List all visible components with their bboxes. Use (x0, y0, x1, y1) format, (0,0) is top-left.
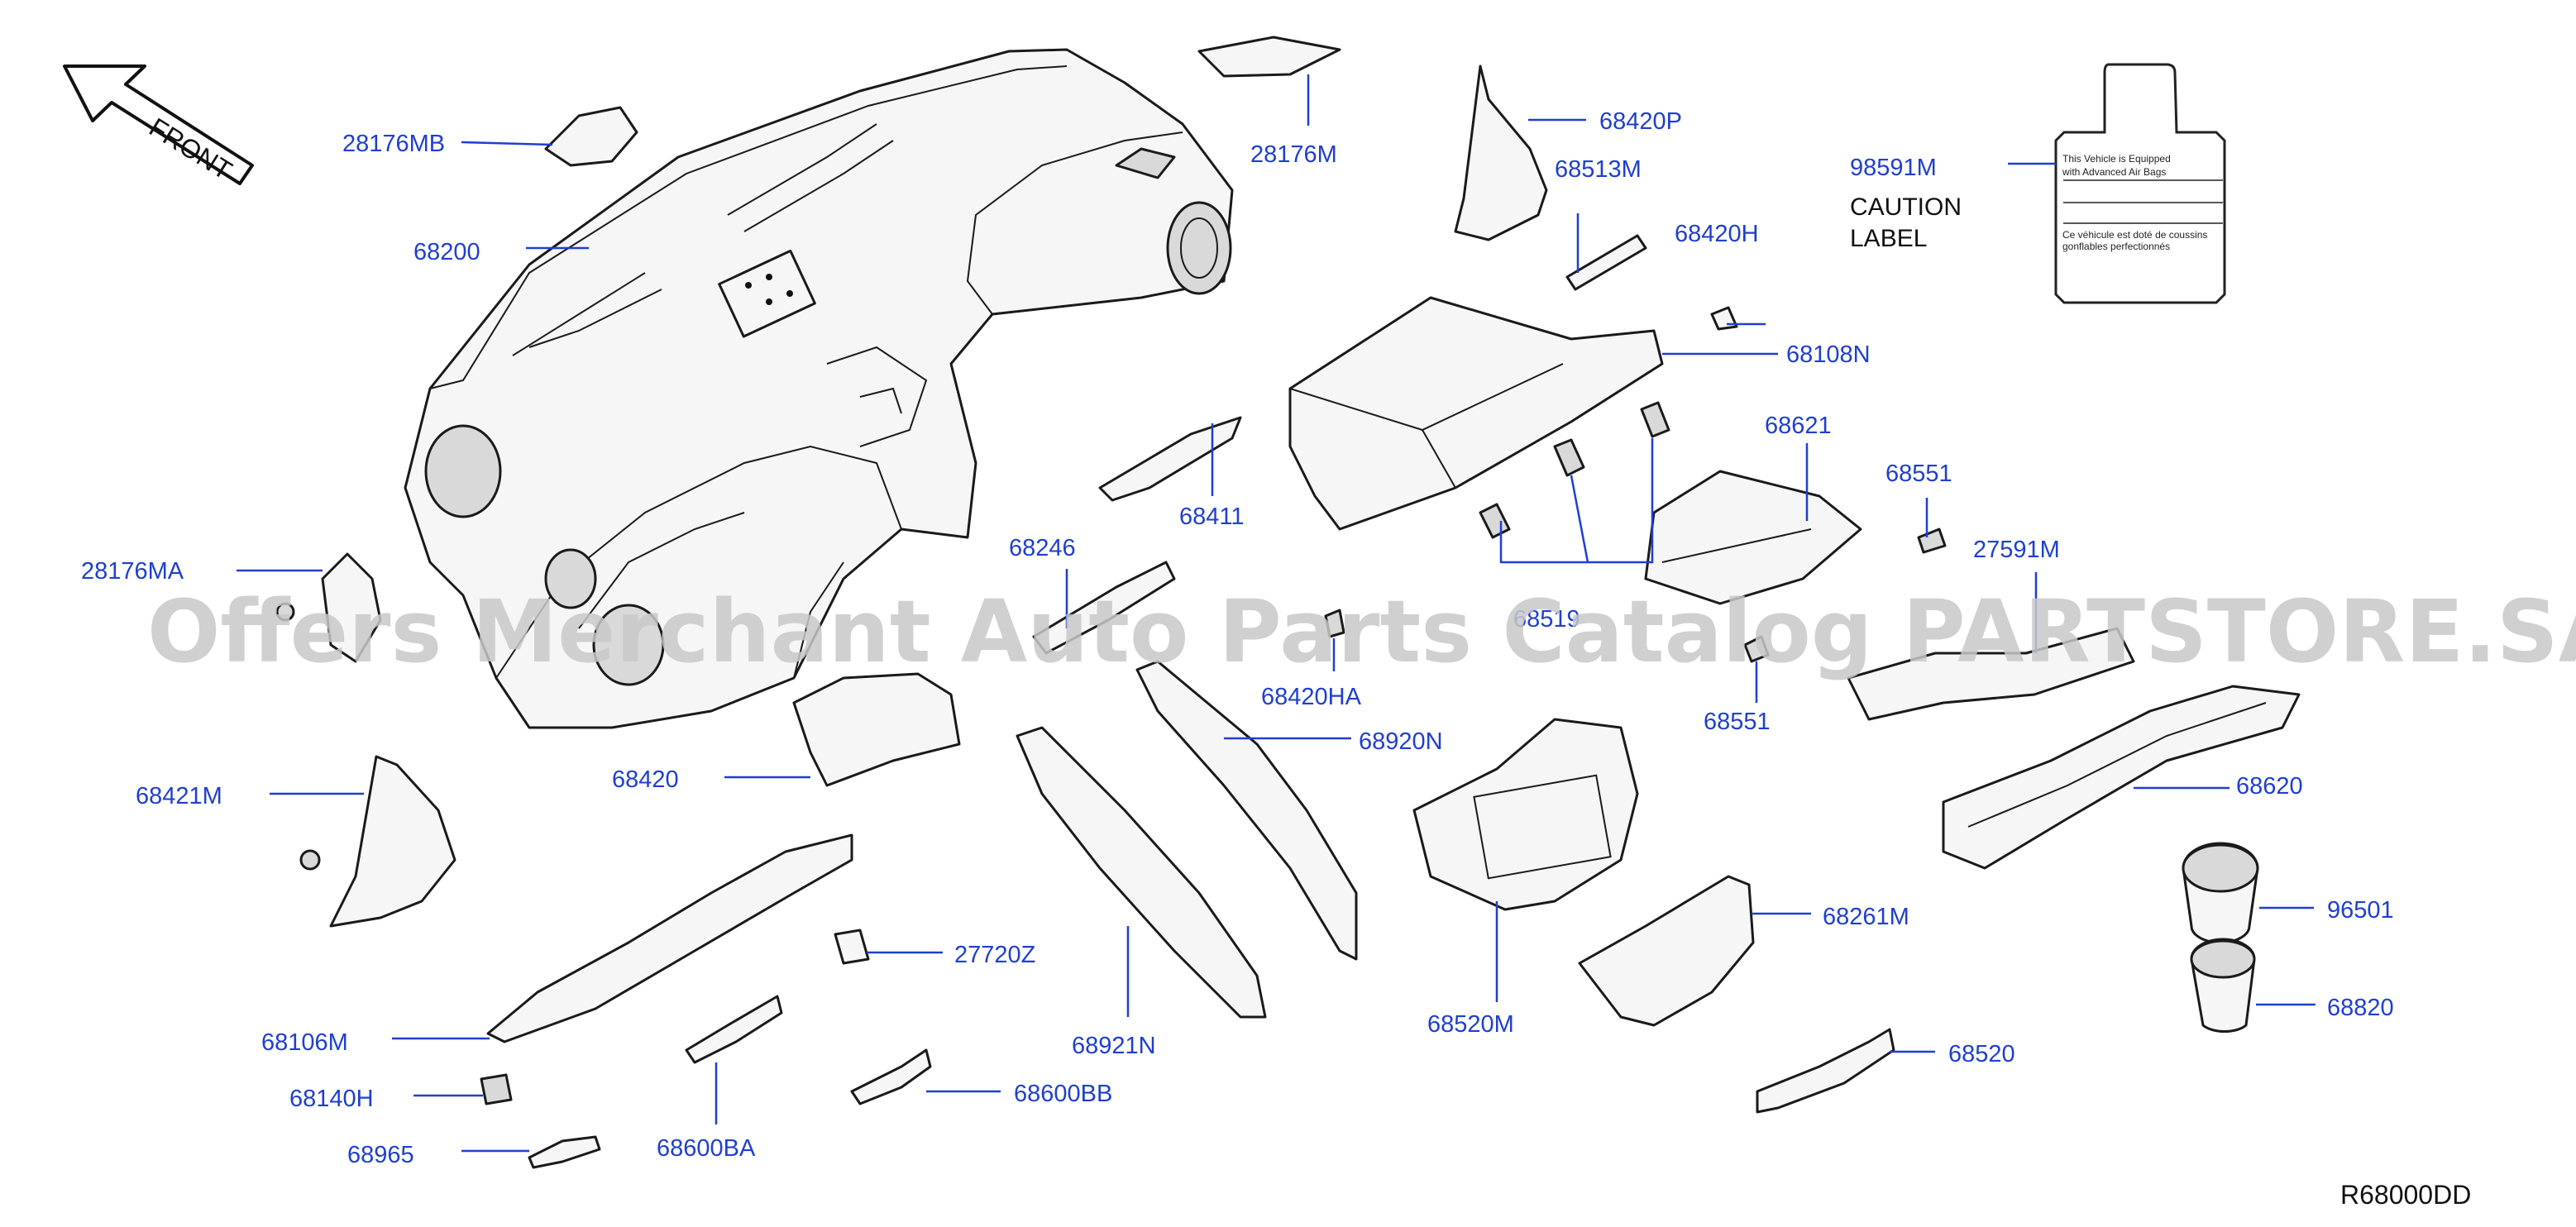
label-68520M[interactable]: 68520M (1427, 1011, 1514, 1038)
label-68520[interactable]: 68520 (1948, 1041, 2015, 1067)
cluster-hood-68420[interactable] (792, 672, 961, 787)
label-68519[interactable]: 68519 (1513, 606, 1580, 633)
panel-68921N[interactable] (1016, 726, 1267, 1019)
label-96501[interactable]: 96501 (2327, 897, 2394, 924)
caution-text-en-1: This Vehicle is Equipped (2062, 153, 2171, 165)
bracket-27720Z[interactable] (834, 929, 870, 965)
clip-68519-a[interactable] (1479, 503, 1511, 539)
watermark: Offers Merchant Auto Parts Catalog PARTS… (147, 581, 2576, 682)
cover-28176MA[interactable] (321, 552, 382, 663)
label-68420P[interactable]: 68420P (1599, 108, 1682, 135)
label-27591M[interactable]: 27591M (1973, 537, 2060, 563)
label-68600BB[interactable]: 68600BB (1014, 1081, 1112, 1107)
label-68820[interactable]: 68820 (2327, 995, 2394, 1021)
panel-27591M[interactable] (1847, 627, 2135, 721)
label-68920N[interactable]: 68920N (1359, 728, 1443, 755)
label-68965[interactable]: 68965 (347, 1142, 414, 1168)
label-68200[interactable]: 68200 (413, 239, 480, 265)
panel-68261M[interactable] (1578, 875, 1755, 1027)
label-68420[interactable]: 68420 (612, 766, 679, 793)
bracket-68600BA[interactable] (685, 995, 783, 1064)
caution-text-fr-2: gonflables perfectionnés (2062, 241, 2170, 252)
caution-label-98591M[interactable]: This Vehicle is Equipped with Advanced A… (2054, 63, 2226, 304)
lower-panel-68106M[interactable] (486, 833, 853, 1043)
clip-68519-c[interactable] (1640, 401, 1670, 438)
caution-line2: LABEL (1850, 225, 1927, 252)
label-68106M[interactable]: 68106M (261, 1029, 348, 1056)
label-68411[interactable]: 68411 (1179, 504, 1245, 530)
bracket-68513M[interactable] (1565, 234, 1647, 291)
label-68421M[interactable]: 68421M (136, 783, 222, 809)
label-98591M[interactable]: 98591M (1850, 155, 1937, 181)
label-68246[interactable]: 68246 (1009, 535, 1076, 561)
label-68140H[interactable]: 68140H (289, 1086, 374, 1112)
label-28176M[interactable]: 28176M (1250, 141, 1337, 168)
bracket-68600BB[interactable] (850, 1048, 932, 1105)
label-28176MB[interactable]: 28176MB (342, 131, 445, 157)
label-68513M[interactable]: 68513M (1555, 156, 1642, 183)
bracket-68246[interactable] (1032, 561, 1176, 655)
clip-68551-b[interactable] (1743, 635, 1770, 663)
leader-lines (237, 74, 2316, 1153)
instrument-panel-68200[interactable] (404, 48, 1234, 729)
label-68600BA[interactable]: 68600BA (657, 1135, 756, 1162)
trim-68420P[interactable] (1454, 64, 1548, 241)
caution-text-en-2: with Advanced Air Bags (2062, 166, 2166, 178)
label-27720Z[interactable]: 27720Z (954, 942, 1035, 968)
label-68108N[interactable]: 68108N (1786, 341, 1871, 368)
label-68921N[interactable]: 68921N (1072, 1033, 1156, 1059)
panel-68920N[interactable] (1135, 660, 1358, 961)
lower-panel-68620[interactable] (1942, 685, 2301, 870)
trim-68421M[interactable] (329, 755, 456, 928)
clip-68519-b[interactable] (1553, 438, 1585, 477)
clip-68420H[interactable] (1710, 306, 1738, 331)
caution-line1: CAUTION (1850, 193, 1962, 221)
trim-68520[interactable] (1756, 1028, 1895, 1114)
pad-68140H[interactable] (480, 1073, 513, 1105)
clip-68420HA[interactable] (1324, 609, 1345, 638)
cover-28176MB[interactable] (544, 106, 638, 167)
label-68621[interactable]: 68621 (1765, 413, 1832, 439)
label-68620[interactable]: 68620 (2236, 773, 2303, 800)
clip-68551-a[interactable] (1917, 528, 1947, 554)
diagram-code: R68000DD (2340, 1180, 2471, 1210)
clip-68965[interactable] (528, 1135, 601, 1169)
label-68551-a[interactable]: 68551 (1885, 461, 1952, 487)
label-28176MA[interactable]: 28176MA (81, 558, 184, 585)
cover-28176M[interactable] (1197, 36, 1341, 78)
label-68261M[interactable]: 68261M (1823, 904, 1909, 930)
trim-68411[interactable] (1098, 416, 1242, 502)
label-68420H[interactable]: 68420H (1675, 221, 1759, 247)
label-68420HA[interactable]: 68420HA (1261, 684, 1362, 710)
glovebox-68108N[interactable] (1288, 296, 1664, 531)
front-arrow-icon (63, 64, 254, 185)
caution-text-fr-1: Ce véhicule est doté de coussins (2062, 229, 2207, 241)
label-68551-b[interactable]: 68551 (1704, 709, 1771, 735)
